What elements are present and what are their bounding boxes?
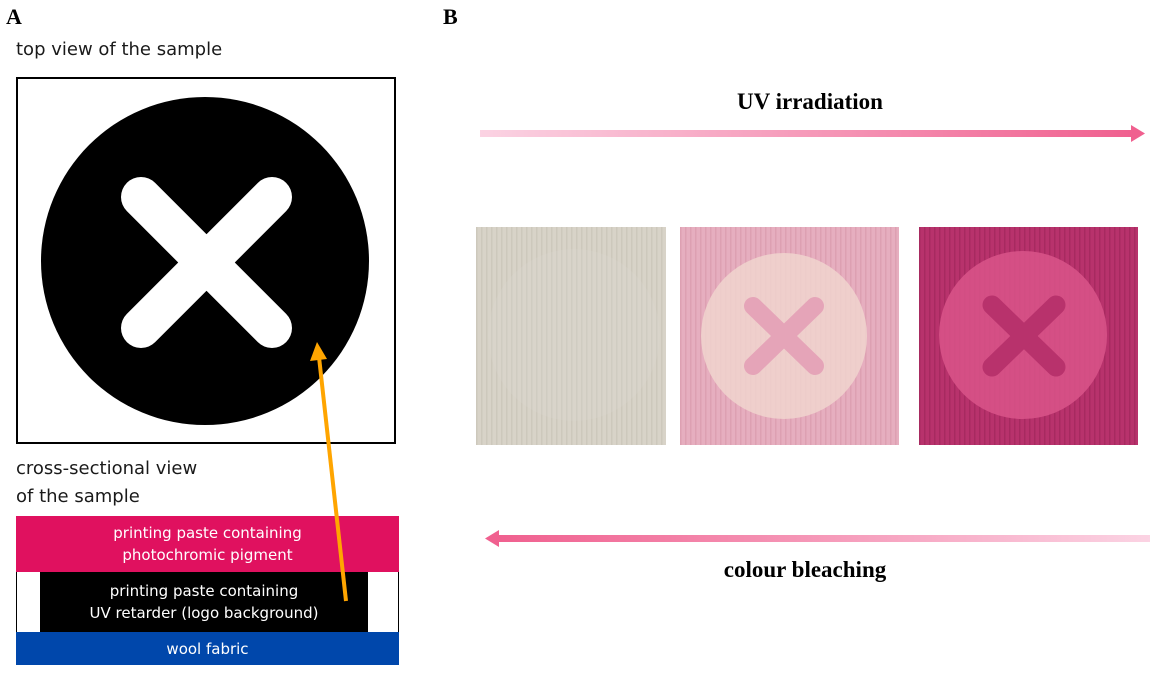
- fabric-swatch-partial: [680, 227, 899, 445]
- photochromic-layer-line1: printing paste containing: [113, 524, 302, 542]
- uv-retarder-layer: printing paste containing UV retarder (l…: [40, 572, 368, 632]
- fabric-swatch-unexposed: [476, 227, 666, 445]
- fabric-swatch-full: [919, 227, 1138, 445]
- uv-irradiation-label: UV irradiation: [737, 89, 883, 114]
- panel-a-label: A: [6, 4, 22, 29]
- cross-section-diagram: printing paste containing photochromic p…: [16, 516, 399, 665]
- photochromic-layer: printing paste containing photochromic p…: [16, 516, 399, 572]
- panel-b-label: B: [443, 4, 458, 29]
- cross-section-caption: cross-sectional view of the sample: [16, 455, 276, 511]
- cross-section-caption-line2: of the sample: [16, 486, 140, 507]
- cross-mark-icon: [121, 177, 292, 348]
- uv-retarder-layer-line2: UV retarder (logo background): [89, 604, 319, 622]
- cross-section-caption-line1: cross-sectional view: [16, 458, 198, 479]
- wool-fabric-layer-label: wool fabric: [166, 639, 249, 658]
- top-view-diagram: [16, 77, 396, 444]
- photochromic-layer-line2: photochromic pigment: [122, 546, 293, 564]
- wool-fabric-layer: wool fabric: [16, 632, 399, 665]
- top-view-caption: top view of the sample: [16, 39, 223, 60]
- uv-irradiation-arrow: [480, 125, 1145, 142]
- uv-retarder-layer-line1: printing paste containing: [109, 582, 299, 600]
- colour-bleaching-label: colour bleaching: [723, 557, 887, 582]
- layer-gap-right: [368, 572, 399, 632]
- colour-bleaching-arrow: [485, 530, 1150, 547]
- layer-gap-left: [16, 572, 40, 632]
